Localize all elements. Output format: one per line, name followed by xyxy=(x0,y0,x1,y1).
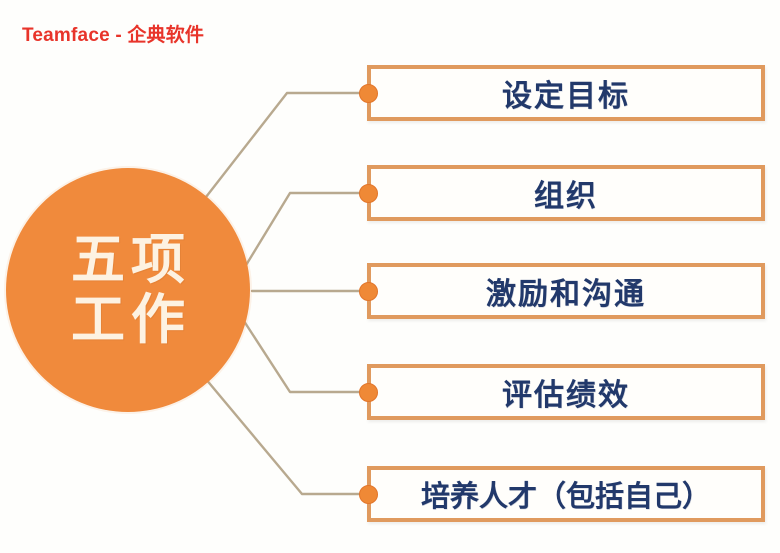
central-hub-circle: 五项 工作 xyxy=(6,168,250,412)
node-dot-1[interactable] xyxy=(359,84,378,103)
item-box-2[interactable]: 组织 xyxy=(367,165,765,221)
node-dot-2[interactable] xyxy=(359,184,378,203)
item-label-4: 评估绩效 xyxy=(502,378,630,413)
hub-title-line-1: 五项 xyxy=(71,227,191,291)
connector-line-1 xyxy=(190,91,371,217)
node-dot-5[interactable] xyxy=(359,485,378,504)
connector-line-4 xyxy=(240,316,371,394)
connector-line-2 xyxy=(238,191,371,277)
item-box-4[interactable]: 评估绩效 xyxy=(367,364,765,420)
node-dot-4[interactable] xyxy=(359,383,378,402)
item-box-3[interactable]: 激励和沟通 xyxy=(367,263,765,319)
item-box-5[interactable]: 培养人才（包括自己） xyxy=(367,466,765,522)
item-box-1[interactable]: 设定目标 xyxy=(367,65,765,121)
item-label-5: 培养人才（包括自己） xyxy=(420,479,711,513)
item-label-3: 激励和沟通 xyxy=(486,277,646,312)
hub-title-line-2: 工作 xyxy=(71,288,191,351)
item-label-2: 组织 xyxy=(534,179,598,214)
connector-line-5 xyxy=(203,376,371,496)
watermark-text: Teamface - 企典软件 xyxy=(22,25,205,46)
node-dot-3[interactable] xyxy=(359,282,378,301)
item-label-1: 设定目标 xyxy=(502,79,630,114)
